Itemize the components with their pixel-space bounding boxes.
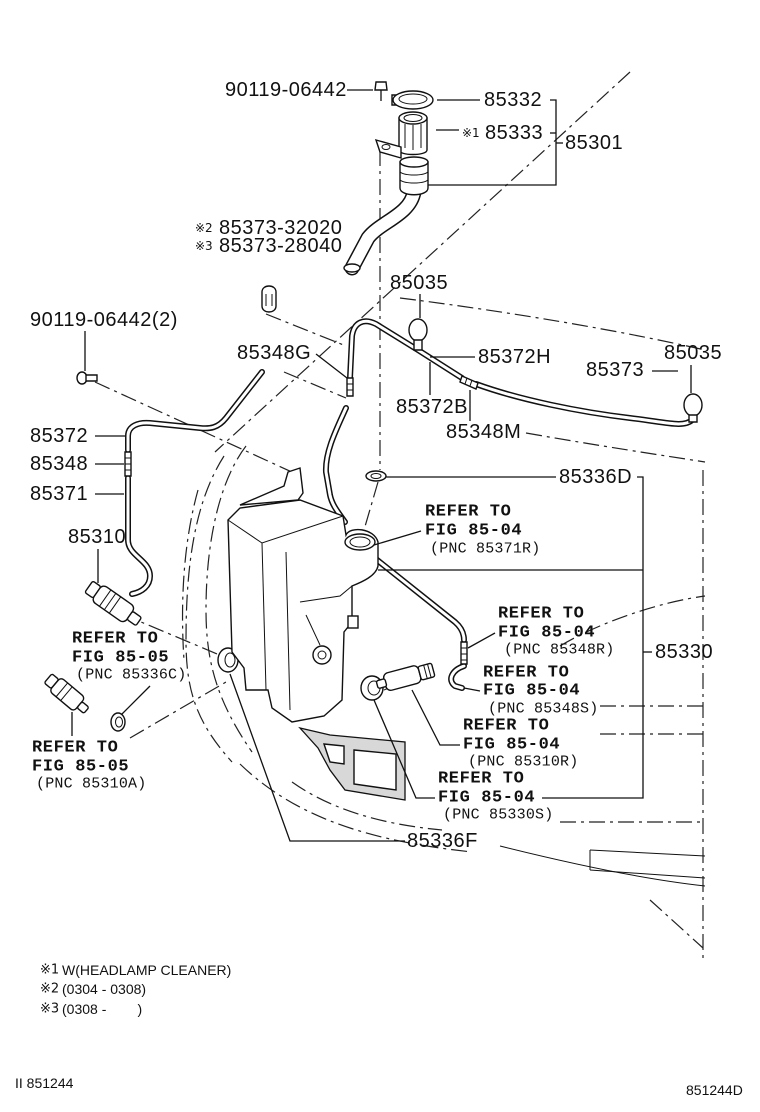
footnote-text: (0304 - 0308) (62, 981, 146, 997)
washer-pump-85310r-icon (375, 662, 436, 691)
callout-85035-right: 85035 (664, 342, 722, 364)
refer-line2: FIG 85-04 (425, 522, 522, 541)
refer-note-85330s: REFER TO FIG 85-04 (PNC 85330S) (438, 770, 553, 824)
callout-85372b: 85372B (396, 396, 468, 418)
callout-85348: 85348 (30, 453, 88, 475)
footnote-text: W(HEADLAMP CLEANER) (62, 962, 231, 978)
washer-pump-85310-icon (84, 580, 142, 626)
footnote-mark: ※2 (40, 982, 59, 997)
callout-85373: 85373 (586, 359, 644, 381)
refer-line1: REFER TO (72, 630, 158, 649)
refer-line2: FIG 85-04 (463, 736, 560, 755)
footnote-mark: ※3 (40, 1002, 59, 1017)
refer-note-85310a: REFER TO FIG 85-05 (PNC 85310A) (32, 739, 146, 793)
callout-85372: 85372 (30, 425, 88, 447)
callout-labels: 90119-06442 85332 ※1 85333 85301 ※2 8537… (30, 79, 722, 852)
refer-note-85371r: REFER TO FIG 85-04 (PNC 85371R) (425, 503, 540, 558)
footnotes: ※1 W(HEADLAMP CLEANER) ※2 (0304 - 0308) … (40, 962, 231, 1017)
filler-neck-icon (398, 111, 428, 156)
callout-85371: 85371 (30, 483, 88, 505)
callout-85310: 85310 (68, 526, 126, 548)
bolt-left-icon (76, 371, 98, 385)
callout-85373-32020: 85373-32020 (219, 217, 342, 239)
callout-85348g: 85348G (237, 342, 311, 364)
callout-85373-28040: 85373-28040 (219, 235, 342, 257)
washer-nozzle-left-icon (408, 318, 428, 351)
refer-notes: REFER TO FIG 85-04 (PNC 85371R) REFER TO… (32, 503, 614, 824)
refer-line1: REFER TO (438, 770, 524, 789)
connector-85348-icon (124, 451, 132, 477)
footnote-mark: ※1 (40, 963, 59, 978)
grommet-85336c-icon (110, 712, 126, 732)
drawing-code-right: 851244D (686, 1082, 743, 1098)
refer-line1: REFER TO (483, 664, 569, 683)
hose-clip-icon (261, 285, 277, 313)
bracket-icon (374, 138, 402, 159)
washer-nozzle-right-icon (683, 393, 703, 423)
callout-85301: 85301 (565, 132, 623, 154)
connector-85348g-icon (346, 377, 354, 397)
footnote-text: (0308 - ) (62, 1001, 142, 1017)
refer-note-85336c: REFER TO FIG 85-05 (PNC 85336C) (72, 630, 186, 684)
callout-85373-32020-mark: ※2 (195, 221, 213, 235)
connector-85348r-icon (460, 641, 468, 665)
washer-pump-85310a-icon (44, 673, 89, 714)
refer-note-85310r: REFER TO FIG 85-04 (PNC 85310R) (463, 717, 578, 771)
leader-lines (71, 89, 692, 842)
callout-85336f: 85336F (407, 830, 478, 852)
refer-line3: (PNC 85330S) (443, 807, 553, 824)
refer-line1: REFER TO (32, 739, 118, 758)
callout-85336d: 85336D (559, 466, 632, 488)
connector-85348m-icon (459, 375, 479, 390)
refer-line2: FIG 85-05 (72, 649, 169, 668)
refer-line1: REFER TO (498, 605, 584, 624)
refer-line2: FIG 85-04 (438, 789, 535, 808)
callout-85373-28040-mark: ※3 (195, 239, 213, 253)
refer-line3: (PNC 85348S) (488, 701, 598, 718)
callout-85330: 85330 (655, 641, 713, 663)
refer-note-85348r: REFER TO FIG 85-04 (PNC 85348R) (498, 605, 614, 659)
parts (44, 81, 703, 801)
refer-line1: REFER TO (463, 717, 549, 736)
grommet-85336d-icon (365, 470, 387, 482)
drawing-code-left: II 851244 (15, 1075, 74, 1091)
filler-inlet-icon (399, 156, 429, 196)
refer-line2: FIG 85-04 (483, 682, 580, 701)
hoses (125, 184, 696, 691)
lower-bracket-icon (298, 726, 406, 801)
callout-85332: 85332 (484, 89, 542, 111)
callout-90119-06442: 90119-06442 (225, 79, 347, 101)
refer-line3: (PNC 85371R) (430, 541, 540, 558)
callout-85372h: 85372H (478, 346, 551, 368)
refer-line3: (PNC 85336C) (76, 667, 186, 684)
callout-85348m: 85348M (446, 421, 521, 443)
filler-cap-icon (391, 90, 434, 110)
refer-line1: REFER TO (425, 503, 511, 522)
callout-90119-06442-2: 90119-06442(2) (30, 309, 178, 331)
washer-tank-icon (227, 467, 379, 723)
refer-line3: (PNC 85310A) (36, 776, 146, 793)
refer-line3: (PNC 85310R) (468, 754, 578, 771)
refer-line3: (PNC 85348R) (504, 642, 614, 659)
bolt-icon (374, 81, 388, 101)
refer-line2: FIG 85-05 (32, 758, 129, 777)
callout-85333-mark: ※1 (462, 126, 480, 140)
callout-85333: 85333 (485, 122, 543, 144)
refer-line2: FIG 85-04 (498, 624, 595, 643)
callout-85035-left: 85035 (390, 272, 448, 294)
refer-note-85348s: REFER TO FIG 85-04 (PNC 85348S) (483, 664, 598, 718)
